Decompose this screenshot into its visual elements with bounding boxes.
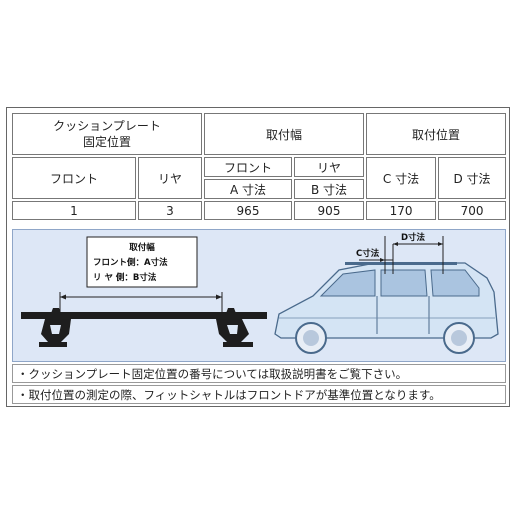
table-row: フロント リヤ フロント リヤ C 寸法 D 寸法 [12,157,507,199]
note-cushion-plate: ・クッションプレート固定位置の番号については取扱説明書をご覧下さい。 [12,364,506,383]
value-front: 1 [12,201,136,220]
value-d: 700 [438,201,507,220]
note-measurement: ・取付位置の測定の際、フィットシャトルはフロントドアが基準位置となります。 [12,385,506,404]
dimension-arrow-right-icon [216,294,222,300]
subheader-width-rear: リヤ [294,157,365,177]
subheader-a-dim: A 寸法 [204,179,292,199]
d-arrow-left-icon [393,242,398,246]
notes: ・クッションプレート固定位置の番号については取扱説明書をご覧下さい。 ・取付位置… [12,364,506,404]
c-arrow-icon [380,258,385,262]
subheader-front: フロント [12,157,136,199]
header-cushion-plate-position: クッションプレート 固定位置 [12,113,202,155]
value-b: 905 [294,201,365,220]
value-rear: 3 [138,201,202,220]
car-illustration [274,262,499,354]
subheader-width-front: フロント [204,157,292,177]
subheader-b-dim: B 寸法 [294,179,365,199]
roof-bar [21,312,267,319]
width-label-front: フロント側：A寸法 [93,257,168,268]
table-row: 1 3 965 905 170 700 [12,201,507,220]
width-label-box [86,236,198,288]
width-label-rear: リ ヤ 側：B寸法 [93,272,157,283]
subheader-c-dim: C 寸法 [366,157,437,199]
table-row: A 寸法 B 寸法 [12,179,506,199]
subheader-d-dim: D 寸法 [438,157,507,199]
c-dim-label: C寸法 [356,248,380,259]
value-a: 965 [204,201,292,220]
subheader-rear: リヤ [138,157,202,199]
d-arrow-right-icon [438,242,443,246]
dimension-arrow-left-icon [60,294,66,300]
header-mount-width: 取付幅 [204,113,365,155]
left-foot-icon [39,308,71,347]
table-row: クッションプレート 固定位置 取付幅 取付位置 [12,113,507,155]
width-label-title: 取付幅 [129,242,155,253]
mounting-diagram: 取付幅 フロント側：A寸法 リ ヤ 側：B寸法 [12,229,506,362]
right-foot-icon [216,308,253,347]
spec-frame: クッションプレート 固定位置 取付幅 取付位置 フロント リヤ フロント リヤ … [6,107,510,407]
header-mount-position: 取付位置 [366,113,507,155]
value-c: 170 [366,201,437,220]
diagram-svg: 取付幅 フロント側：A寸法 リ ヤ 側：B寸法 [21,232,499,354]
spec-table: クッションプレート 固定位置 取付幅 取付位置 フロント リヤ フロント リヤ … [10,111,508,222]
d-dim-label: D寸法 [401,232,426,243]
